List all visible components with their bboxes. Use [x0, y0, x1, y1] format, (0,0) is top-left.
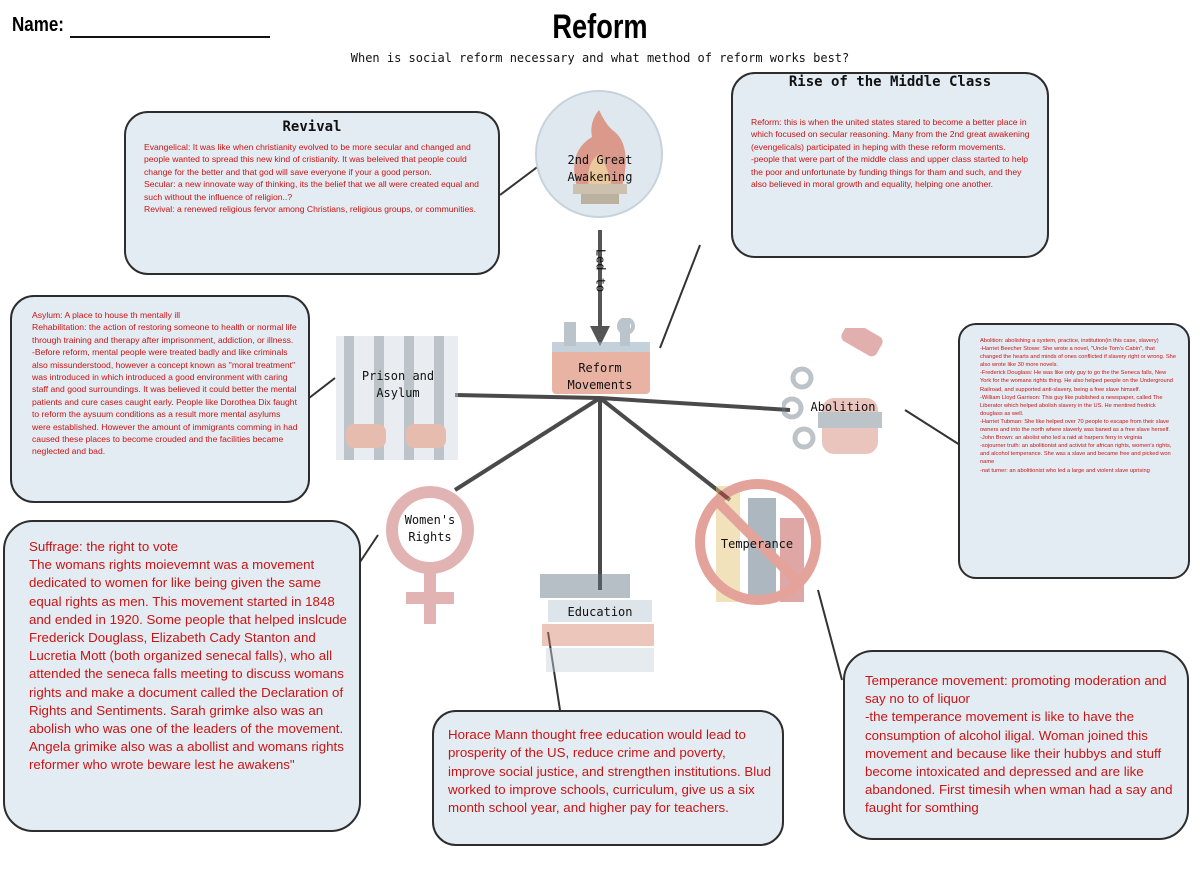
page-question: When is social reform necessary and what…: [350, 51, 850, 65]
revival-box: Revival Evangelical: It was like when ch…: [124, 111, 500, 275]
chain-icon: [780, 321, 902, 460]
revival-title: Revival: [282, 119, 342, 135]
prison-icon: [336, 336, 458, 460]
education-text-box: Horace Mann thought free education would…: [432, 710, 784, 846]
line-to-prison: [454, 393, 601, 400]
womens-text-box: Suffrage: the right to vote The womans r…: [3, 520, 361, 832]
education-label: Education: [567, 605, 633, 619]
no-alcohol-icon: [688, 478, 828, 606]
middle-class-text: Reform: this is when the united states s…: [751, 117, 1030, 190]
temperance-text-box: Temperance movement: promoting moderatio…: [843, 650, 1189, 840]
womens-label: Women's Rights: [404, 513, 456, 544]
line-to-temperance: [598, 396, 732, 502]
line-middle-reform: [659, 244, 701, 349]
books-icon: [536, 570, 662, 678]
venus-icon: [378, 480, 482, 630]
middle-class-title: Rise of the Middle Class: [788, 74, 992, 90]
middle-class-box: Rise of the Middle Class Reform: this is…: [731, 72, 1049, 258]
temperance-label: Temperance: [720, 537, 794, 551]
line-womens-text: [357, 534, 379, 566]
line-to-womens: [453, 396, 602, 492]
abolition-text-box: Abolition: abolishing a system, practice…: [958, 323, 1190, 579]
line-revival-awakening: [499, 164, 541, 196]
line-education-text: [547, 631, 561, 711]
abolition-label: Abolition: [810, 400, 876, 414]
arrowhead: [590, 326, 610, 346]
name-field: Name:: [12, 14, 270, 42]
education-text: Horace Mann thought free education would…: [448, 727, 771, 816]
prison-text-box: Asylum: A place to house th mentally ill…: [10, 295, 310, 503]
page-title: Reform: [552, 8, 648, 46]
line-abolition-text: [904, 409, 961, 446]
womens-text: Suffrage: the right to vote The womans r…: [29, 539, 347, 773]
name-underline: [70, 36, 270, 38]
led-to-label: Led to: [593, 248, 608, 293]
line-to-abolition: [599, 396, 791, 412]
reform-label: Reform Movements: [567, 361, 633, 392]
awakening-icon: [535, 90, 663, 218]
name-label: Name:: [12, 14, 64, 36]
abolition-text: Abolition: abolishing a system, practice…: [980, 338, 1177, 474]
revival-text: Evangelical: It was like when christiani…: [144, 142, 479, 215]
prison-text: Asylum: A place to house th mentally ill…: [32, 310, 298, 457]
awakening-label: 2nd Great Awakening: [567, 153, 633, 184]
line-temperance-text: [817, 589, 843, 681]
toolbox-icon: [542, 317, 660, 398]
prison-label: Prison and Asylum: [361, 369, 435, 400]
temperance-text: Temperance movement: promoting moderatio…: [865, 673, 1173, 816]
